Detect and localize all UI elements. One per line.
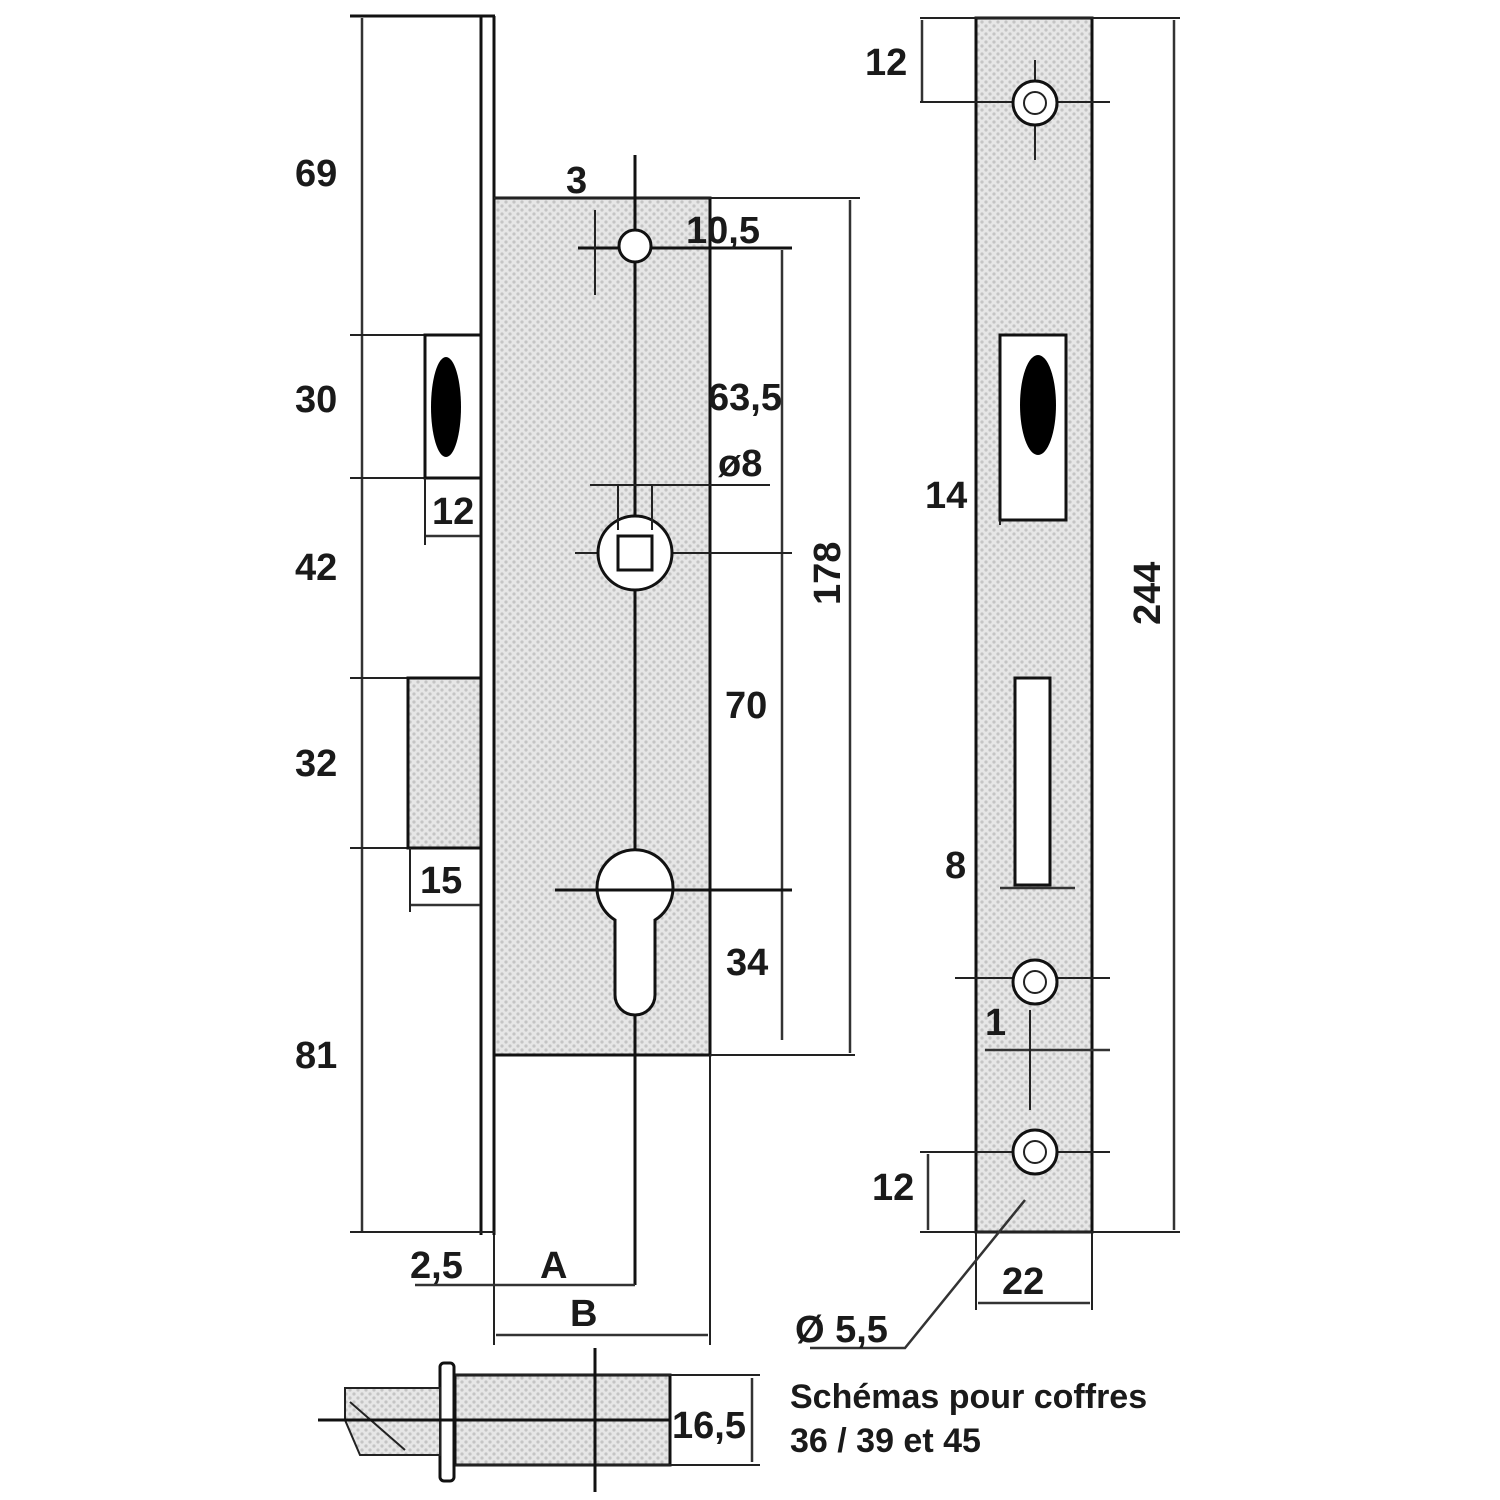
dim-label-30: 30 bbox=[295, 379, 337, 421]
faceplate bbox=[974, 16, 1094, 1234]
screw-edge-label: 10,5 bbox=[686, 210, 760, 252]
screw-hole-top bbox=[1011, 79, 1059, 127]
follower-square-label: ø8 bbox=[718, 443, 762, 485]
caption-line-2: 36 / 39 et 45 bbox=[790, 1422, 981, 1460]
latch-body bbox=[423, 333, 483, 480]
dim-label-69: 69 bbox=[295, 153, 337, 195]
dim-label-42: 42 bbox=[295, 547, 337, 589]
case-depth-label: B bbox=[570, 1293, 597, 1335]
faceplate-thickness-label: 2,5 bbox=[410, 1245, 463, 1287]
bottom-screw-label: 12 bbox=[872, 1167, 914, 1209]
cylinder-bottom-label: 34 bbox=[726, 942, 768, 984]
follower-square bbox=[616, 534, 654, 572]
top-screw-label: 12 bbox=[865, 42, 907, 84]
dim-label-32: 32 bbox=[295, 743, 337, 785]
backset-label: A bbox=[540, 1245, 567, 1287]
hole-leader-line bbox=[810, 1199, 1026, 1350]
deadbolt bbox=[406, 676, 483, 850]
latch-width-label: 12 bbox=[432, 491, 474, 533]
lock-case-view: 3 10,5 63,5 ø8 70 34 178 2,5 A B bbox=[410, 155, 860, 1345]
screw-follower-label: 63,5 bbox=[708, 377, 782, 419]
follower-cylinder-label: 70 bbox=[725, 685, 767, 727]
caption-line-1: Schémas pour coffres bbox=[790, 1378, 1147, 1416]
screw-hole-middle bbox=[1011, 958, 1059, 1006]
faceplate-front-view: 12 14 8 1 12 22 244 Ø 5,5 bbox=[795, 16, 1180, 1351]
bolt-slot bbox=[1013, 676, 1052, 887]
width-label: 22 bbox=[1002, 1261, 1044, 1303]
latch-offset-label: 14 bbox=[925, 475, 967, 517]
bottom-view: 16,5 Schémas pour coffres 36 / 39 et 45 bbox=[318, 1348, 1147, 1492]
faceplate-edge bbox=[438, 1361, 456, 1483]
screw-offset-label: 3 bbox=[566, 160, 587, 202]
screw-hole bbox=[617, 228, 653, 264]
length-label: 244 bbox=[1127, 562, 1169, 625]
dim-label-81: 81 bbox=[295, 1035, 337, 1077]
thickness-label: 16,5 bbox=[672, 1405, 746, 1447]
deadbolt-width-label: 15 bbox=[420, 860, 462, 902]
hole-diameter-label: Ø 5,5 bbox=[795, 1309, 888, 1351]
offset-label: 1 bbox=[985, 1002, 1006, 1044]
case-height-label: 178 bbox=[807, 542, 849, 605]
latch-roller bbox=[1020, 355, 1056, 455]
lock-case bbox=[492, 196, 712, 1057]
bolt-width-label: 8 bbox=[945, 845, 966, 887]
latch-roller bbox=[431, 357, 461, 457]
screw-hole-bottom bbox=[1011, 1128, 1059, 1176]
